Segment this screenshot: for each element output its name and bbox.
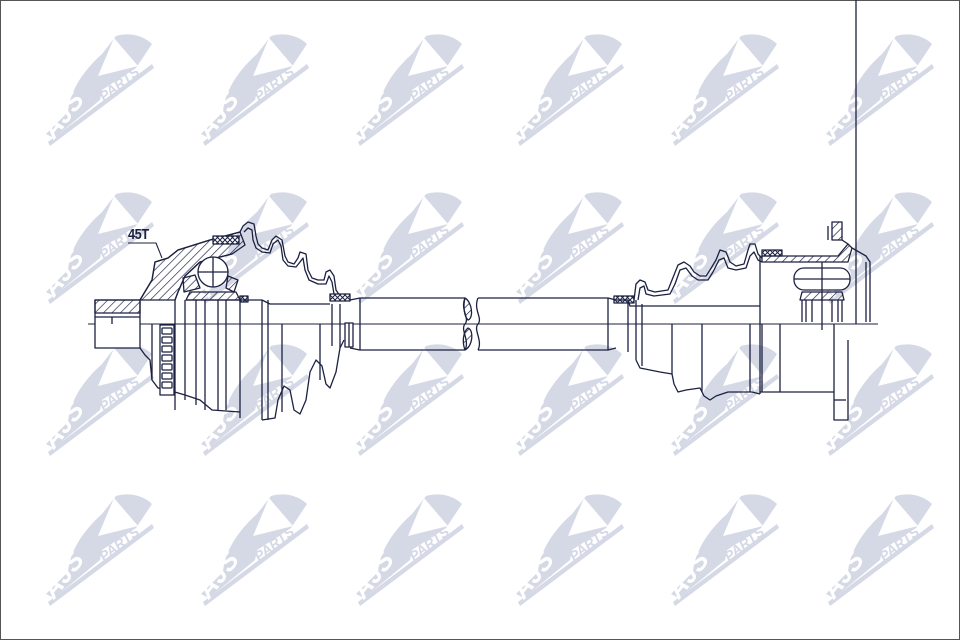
outer-boot (239, 221, 354, 421)
intermediate-shaft (349, 297, 617, 351)
abs-tooth-count-callout: 45T (128, 226, 149, 243)
inner-tripod-joint (760, 0, 871, 421)
outer-cv-joint (94, 231, 246, 418)
inner-boot (613, 243, 783, 401)
